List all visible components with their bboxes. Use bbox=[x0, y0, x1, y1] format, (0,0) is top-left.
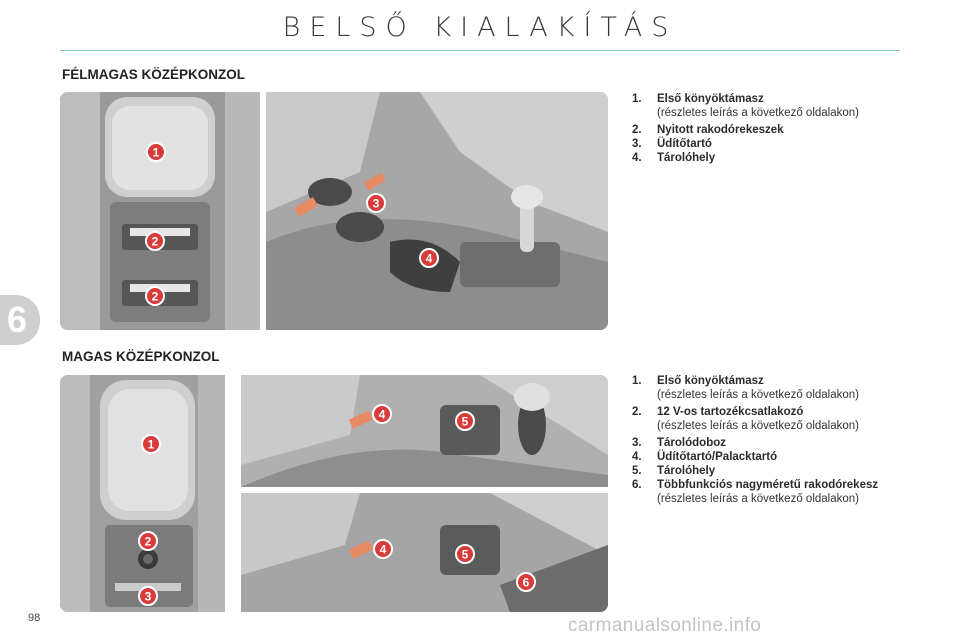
svg-text:3: 3 bbox=[145, 590, 152, 604]
page-number: 98 bbox=[28, 612, 41, 624]
legend-item: 5.Tárolóhely bbox=[632, 465, 716, 477]
svg-text:1: 1 bbox=[153, 146, 160, 160]
half-console-photo: 1 2 2 3 4 bbox=[60, 92, 608, 330]
svg-text:3: 3 bbox=[373, 197, 380, 211]
half-console-legend: 1.Első könyöktámasz (részletes leírás a … bbox=[632, 92, 892, 165]
watermark: carmanualsonline.info bbox=[568, 615, 762, 636]
svg-text:5: 5 bbox=[462, 415, 469, 429]
marker-3: 3 bbox=[138, 586, 158, 606]
marker-3: 3 bbox=[366, 193, 386, 213]
marker-4b: 4 bbox=[373, 539, 393, 559]
section-heading-half-console: FÉLMAGAS KÖZÉPKONZOL bbox=[62, 67, 245, 82]
marker-6: 6 bbox=[516, 572, 536, 592]
legend-item: 3.Üdítőtartó bbox=[632, 138, 712, 150]
title-divider bbox=[60, 50, 900, 51]
svg-text:4: 4 bbox=[379, 408, 386, 422]
high-console-illustration: 1 2 3 4 5 4 5 6 bbox=[60, 375, 608, 612]
marker-5b: 5 bbox=[455, 544, 475, 564]
chapter-tab bbox=[0, 295, 40, 345]
marker-4: 4 bbox=[419, 248, 439, 268]
svg-text:5: 5 bbox=[462, 548, 469, 562]
marker-2a: 2 bbox=[145, 231, 165, 251]
page-title: BELSŐ KIALAKÍTÁS bbox=[282, 12, 678, 43]
legend-item: 4.Tárolóhely bbox=[632, 152, 716, 164]
svg-text:2: 2 bbox=[145, 535, 152, 549]
svg-text:4: 4 bbox=[380, 543, 387, 557]
legend-item: 1.Első könyöktámasz (részletes leírás a … bbox=[632, 375, 859, 401]
legend-item: 4.Üdítőtartó/Palacktartó bbox=[632, 451, 778, 463]
marker-1: 1 bbox=[141, 434, 161, 454]
legend-item: 1.Első könyöktámasz (részletes leírás a … bbox=[632, 93, 859, 119]
marker-2: 2 bbox=[138, 531, 158, 551]
marker-1: 1 bbox=[146, 142, 166, 162]
svg-text:2: 2 bbox=[152, 290, 159, 304]
marker-2b: 2 bbox=[145, 286, 165, 306]
svg-text:6: 6 bbox=[523, 576, 530, 590]
half-console-illustration: 1 2 2 3 4 bbox=[60, 92, 608, 330]
svg-text:2: 2 bbox=[152, 235, 159, 249]
legend-item: 6.Többfunkciós nagyméretű rakodórekesz (… bbox=[632, 479, 879, 505]
marker-5a: 5 bbox=[455, 411, 475, 431]
chapter-number: 6 bbox=[6, 299, 28, 340]
svg-text:1: 1 bbox=[148, 438, 155, 452]
svg-text:4: 4 bbox=[426, 252, 433, 266]
legend-item: 2.Nyitott rakodórekeszek bbox=[632, 124, 784, 136]
marker-4a: 4 bbox=[372, 404, 392, 424]
section-heading-high-console: MAGAS KÖZÉPKONZOL bbox=[62, 349, 220, 364]
legend-item: 3.Tárolódoboz bbox=[632, 437, 726, 449]
high-console-legend: 1.Első könyöktámasz (részletes leírás a … bbox=[632, 374, 892, 509]
high-console-photo: 1 2 3 4 5 4 5 6 bbox=[60, 375, 608, 612]
legend-item: 2.12 V-os tartozékcsatlakozó (részletes … bbox=[632, 406, 859, 432]
